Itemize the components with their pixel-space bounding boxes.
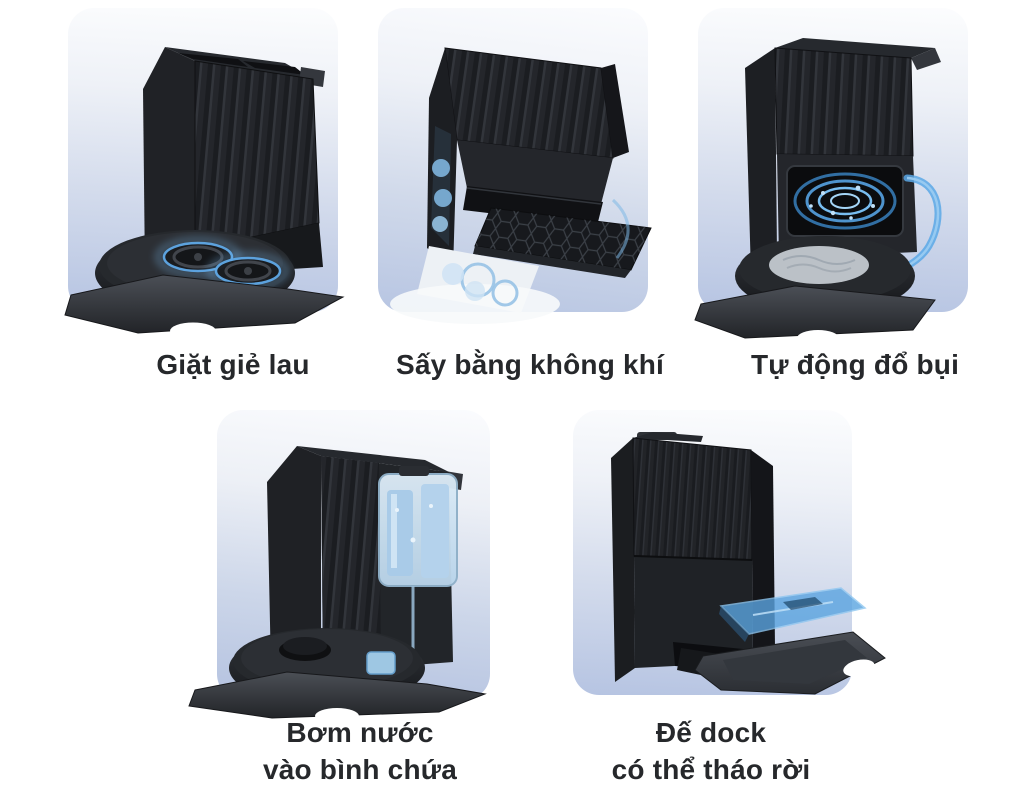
caption-line: có thể tháo rời — [611, 754, 811, 785]
caption-line: Giặt giẻ lau — [156, 349, 310, 380]
feature-caption-water-refill: Bơm nước vào bình chứa — [210, 714, 510, 788]
feature-card-air-dry — [378, 8, 648, 312]
caption-line: vào bình chứa — [262, 754, 458, 785]
caption-line: Đế dock — [655, 717, 767, 748]
feature-card-water-refill — [217, 410, 490, 700]
caption-line: Bơm nước — [286, 717, 434, 748]
feature-card-mop-wash — [68, 8, 338, 312]
caption-line: Sấy bằng không khí — [395, 349, 665, 380]
caption-line: Tự động đổ bụi — [750, 349, 960, 380]
feature-caption-air-dry: Sấy bằng không khí — [380, 346, 680, 383]
feature-card-detachable-dock — [573, 410, 852, 695]
feature-caption-mop-wash: Giặt giẻ lau — [83, 346, 383, 383]
feature-caption-auto-empty: Tự động đổ bụi — [705, 346, 1005, 383]
feature-caption-detachable-dock: Đế dock có thể tháo rời — [561, 714, 861, 788]
feature-card-auto-empty — [698, 8, 968, 312]
